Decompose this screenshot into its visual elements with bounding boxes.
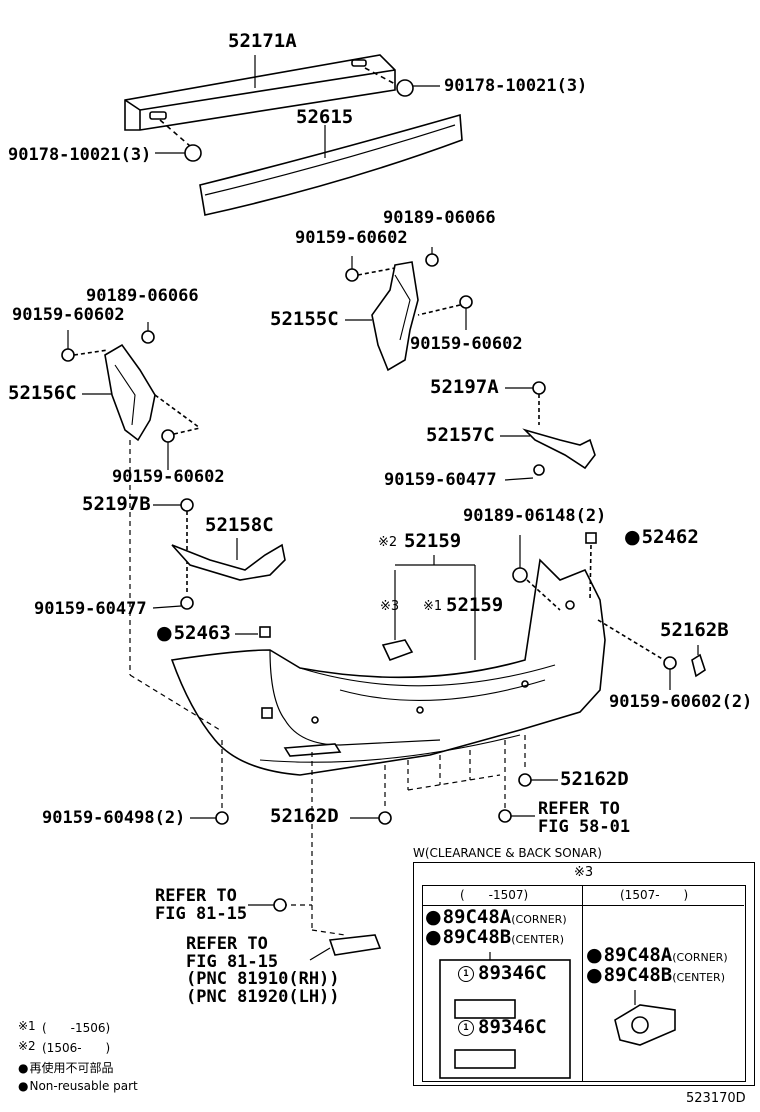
refer-81a-line2: FIG 81-15 bbox=[155, 904, 248, 924]
label-90189-06066-right: 90189-06066 bbox=[383, 208, 496, 228]
label-52158c: 52158C bbox=[205, 514, 274, 536]
label-90159-60602-right-bottom: 90159-60602 bbox=[410, 334, 523, 354]
label-90159-60477-right: 90159-60477 bbox=[384, 470, 497, 490]
label-90159-60498: 90159-60498(2) bbox=[42, 808, 186, 828]
sonar-col-right-header: (1507- ) bbox=[620, 888, 689, 902]
note-nonreusable-en: Non-reusable part bbox=[18, 1079, 137, 1093]
pnc-rh: (PNC 81910(RH)) bbox=[186, 969, 340, 989]
mark-x2: ※2 bbox=[378, 535, 398, 550]
label-90159-60602-left-bottom: 90159-60602 bbox=[112, 467, 225, 487]
label-52162b: 52162B bbox=[660, 619, 729, 641]
clip-52462 bbox=[585, 532, 597, 601]
bumper-cover-52159 bbox=[170, 555, 606, 776]
sonar-box-frame bbox=[413, 862, 755, 1086]
retainer-52158c bbox=[152, 498, 286, 610]
sonar-col-left bbox=[422, 885, 583, 1082]
refer-58-line1: REFER TO bbox=[538, 799, 620, 819]
label-90178-lower: 90178-10021(3) bbox=[8, 145, 152, 165]
sonar-left-89c48a: 89C48A(CORNER) bbox=[425, 908, 567, 929]
label-52197a: 52197A bbox=[430, 376, 499, 398]
label-52162d-center: 52162D bbox=[270, 805, 339, 827]
sonar-col-right bbox=[582, 885, 746, 1082]
refer-81b-line2: FIG 81-15 bbox=[186, 952, 279, 972]
label-90159-60602-right-top: 90159-60602 bbox=[295, 228, 408, 248]
absorber-52615 bbox=[199, 113, 463, 216]
label-90189-06148: 90189-06148(2) bbox=[463, 506, 607, 526]
label-52159-x1: 52159 bbox=[446, 594, 504, 616]
reflector bbox=[309, 934, 382, 961]
pnc-lh: (PNC 81920(LH)) bbox=[186, 987, 340, 1007]
sonar-col-left-header: ( -1507) bbox=[460, 888, 529, 902]
note-x1-text: ( -1506) bbox=[42, 1021, 111, 1035]
note-x2-mark: ※2 bbox=[18, 1039, 36, 1053]
clip-90178-upper bbox=[364, 67, 440, 97]
sonar-box-parts bbox=[439, 952, 676, 1079]
mark-x1: ※1 bbox=[423, 599, 443, 614]
label-52463: 52463 bbox=[156, 624, 231, 643]
label-52462: 52462 bbox=[624, 528, 699, 547]
sonar-heading: W(CLEARANCE & BACK SONAR) bbox=[413, 846, 602, 860]
bracket-52156c bbox=[61, 322, 201, 470]
label-90159-60602-left-top: 90159-60602 bbox=[12, 305, 125, 325]
refer-81a-line1: REFER TO bbox=[155, 886, 237, 906]
sonar-left-89c48b: 89C48B(CENTER) bbox=[425, 928, 564, 949]
label-52157c: 52157C bbox=[426, 424, 495, 446]
refer-58-line2: FIG 58-01 bbox=[538, 817, 631, 837]
fasteners-bottom bbox=[190, 773, 558, 912]
label-90159-60477-left: 90159-60477 bbox=[34, 599, 147, 619]
circle-mark-icon: 1 bbox=[458, 965, 474, 982]
label-90189-06066-left: 90189-06066 bbox=[86, 286, 199, 306]
clip-90189-06148 bbox=[512, 535, 561, 611]
note-x2-text: (1506- ) bbox=[42, 1041, 111, 1055]
circle-mark-icon: 1 bbox=[458, 1019, 474, 1036]
label-90178-upper: 90178-10021(3) bbox=[444, 76, 588, 96]
note-x1-mark: ※1 bbox=[18, 1019, 36, 1033]
note-nonreusable-jp: 再使用不可部品 bbox=[18, 1059, 113, 1076]
label-90159-60602-2: 90159-60602(2) bbox=[609, 692, 753, 712]
sonar-mark: ※3 bbox=[574, 865, 594, 880]
screw-90159-60602-2 bbox=[597, 619, 706, 690]
mark-x3: ※3 bbox=[380, 599, 400, 614]
retainer-52157c bbox=[500, 381, 596, 481]
refer-81b-line1: REFER TO bbox=[186, 934, 268, 954]
clip-90178-lower bbox=[155, 119, 202, 162]
label-52197b: 52197B bbox=[82, 493, 151, 515]
label-52156c: 52156C bbox=[8, 382, 77, 404]
dashed-guides bbox=[129, 440, 526, 936]
clip-52463 bbox=[235, 626, 271, 638]
sonar-right-89c48a: 89C48A(CORNER) bbox=[586, 946, 728, 967]
reinforcement-52171a bbox=[124, 54, 396, 131]
figure-id: 523170D bbox=[686, 1091, 746, 1106]
label-52155c: 52155C bbox=[270, 308, 339, 330]
sonar-right-89c48b: 89C48B(CENTER) bbox=[586, 966, 725, 987]
label-52162d-right: 52162D bbox=[560, 768, 629, 790]
sonar-col-header-divider bbox=[422, 885, 744, 906]
label-52615: 52615 bbox=[296, 106, 354, 128]
bracket-52155c bbox=[345, 247, 473, 372]
label-52171a: 52171A bbox=[228, 30, 297, 52]
label-52159-x2: 52159 bbox=[404, 530, 462, 552]
